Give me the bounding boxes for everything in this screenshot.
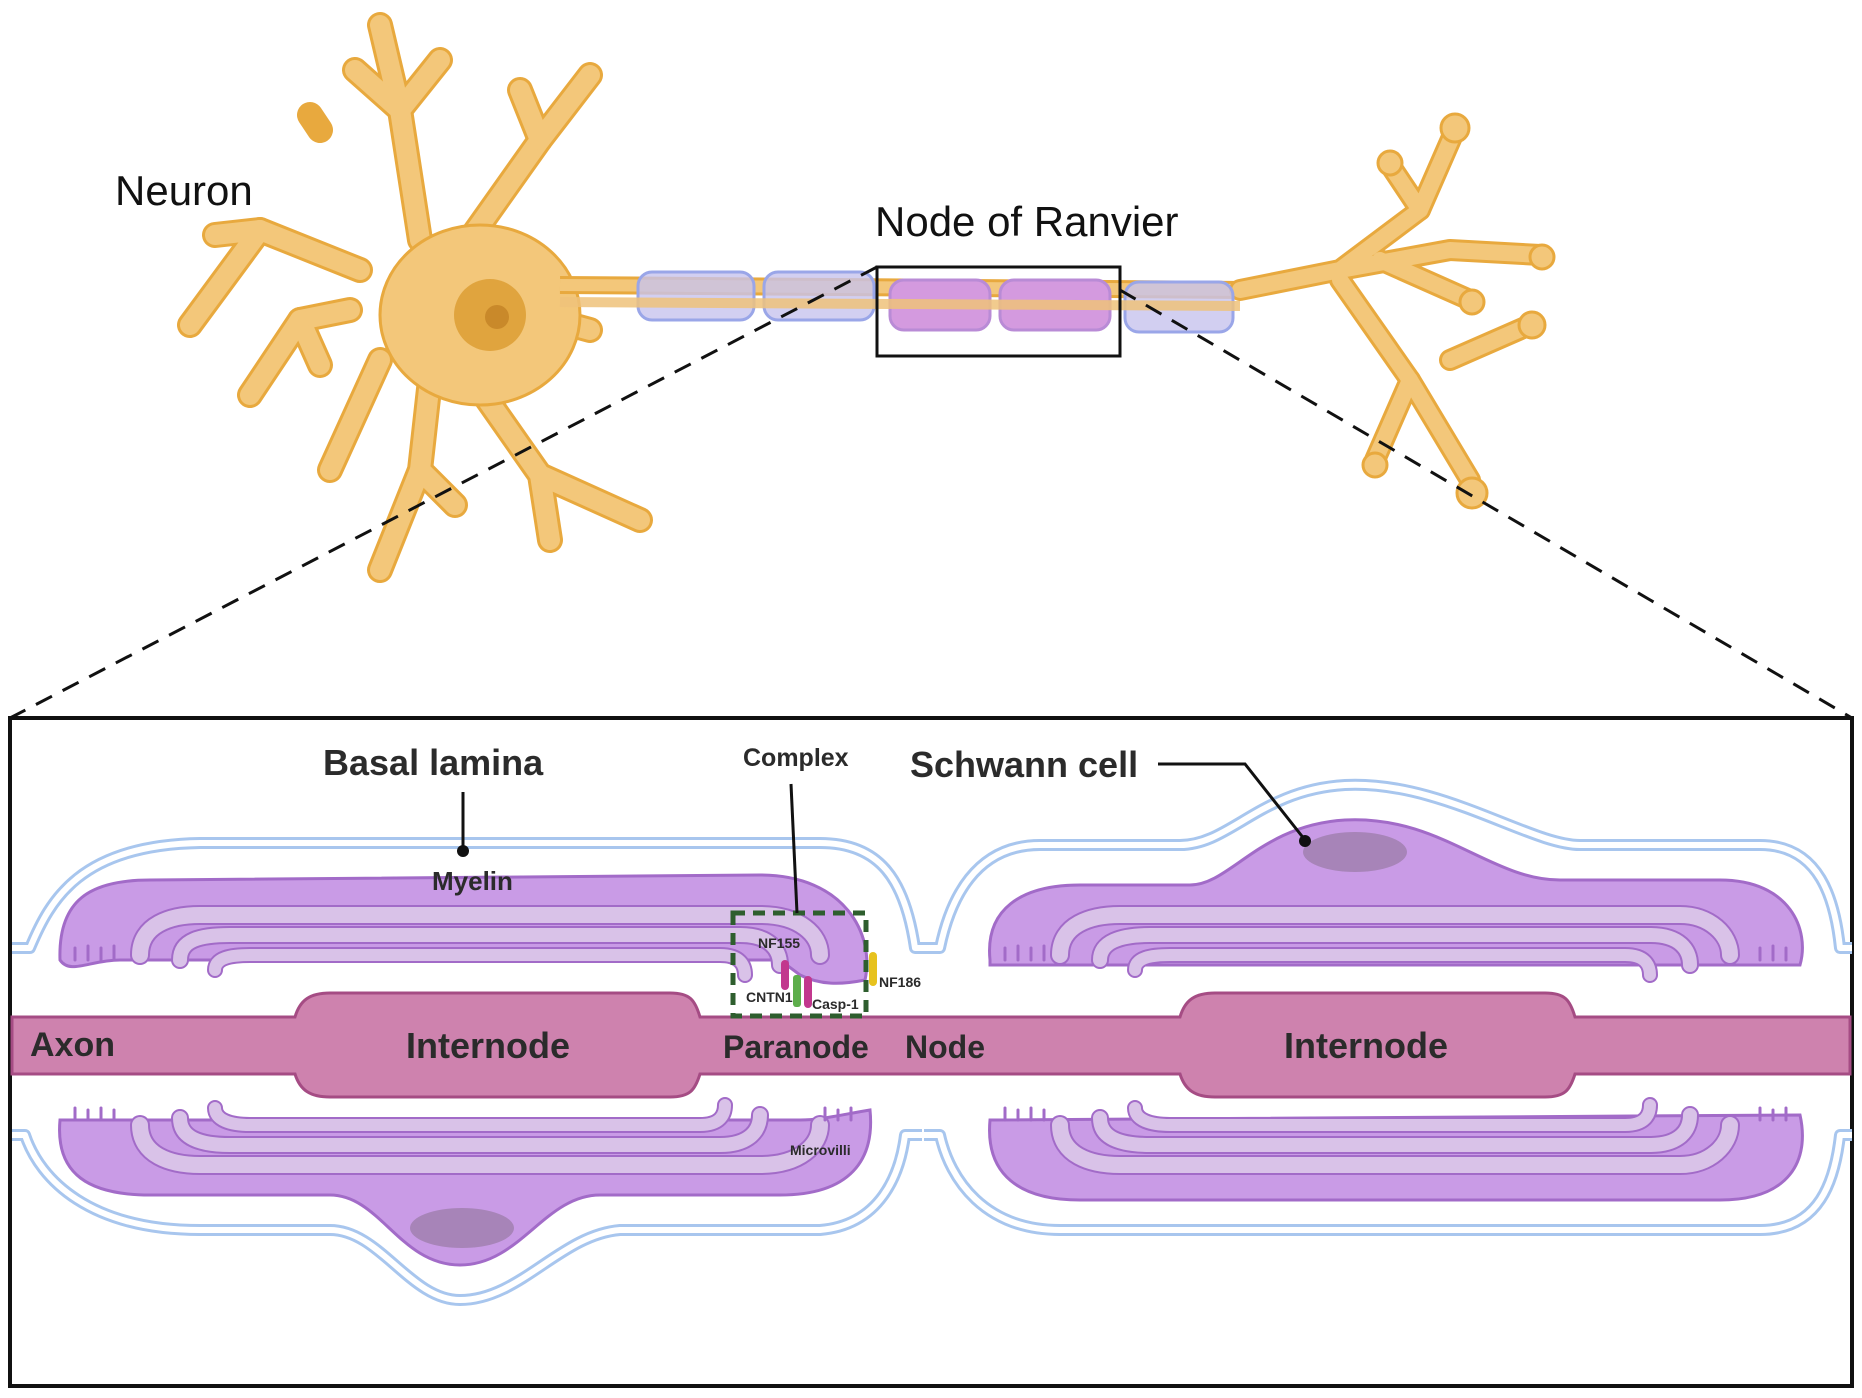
node-of-ranvier-label: Node of Ranvier xyxy=(875,198,1179,245)
schwann-cell-pointer-line xyxy=(1158,762,1307,841)
axon-terminals xyxy=(1229,112,1556,510)
nf186-label: NF186 xyxy=(879,974,921,990)
schwann-nucleus-top xyxy=(1303,832,1407,872)
left-upper-schwann-unit xyxy=(12,837,928,985)
right-lower-schwann-unit xyxy=(924,1097,1852,1236)
microvilli-label: Microvilli xyxy=(790,1142,851,1158)
nf155-protein xyxy=(781,960,789,990)
node-of-ranvier-box xyxy=(875,265,1122,358)
neuron-label: Neuron xyxy=(115,167,253,214)
schwann-nucleus-bottom xyxy=(410,1208,514,1248)
complex-box xyxy=(730,910,869,1019)
complex-label: Complex xyxy=(743,744,849,772)
myelin-segments xyxy=(559,270,1241,334)
left-lower-schwann-unit xyxy=(12,1097,922,1306)
myelin-label: Myelin xyxy=(432,866,513,896)
node-label: Node xyxy=(905,1029,985,1065)
neuron-illustration xyxy=(177,12,1556,583)
complex-pointer-line xyxy=(789,783,799,914)
basal-lamina-label: Basal lamina xyxy=(323,742,544,783)
microvilli-marks xyxy=(73,944,1788,1122)
schwann-cell-label: Schwann cell xyxy=(910,744,1138,785)
casp1-label: Casp-1 xyxy=(812,996,859,1012)
internode-right-label: Internode xyxy=(1284,1025,1448,1066)
nf155-label: NF155 xyxy=(758,935,800,951)
basal-lamina-pointer-dot xyxy=(457,845,469,857)
axon-label: Axon xyxy=(30,1026,115,1064)
cntn1-label: CNTN1 xyxy=(746,989,793,1005)
cntn1-protein xyxy=(793,975,801,1007)
casp1-protein xyxy=(804,976,812,1008)
right-upper-schwann-unit xyxy=(924,778,1852,983)
soma-nucleolus xyxy=(485,305,509,329)
axon-band xyxy=(10,991,1852,1099)
nf186-protein xyxy=(869,952,877,986)
schwann-cell-pointer-dot xyxy=(1299,835,1311,847)
internode-left-label: Internode xyxy=(406,1025,570,1066)
dendrites xyxy=(177,12,653,583)
zoom-guide-lines xyxy=(9,265,1853,720)
paranode-label: Paranode xyxy=(723,1029,869,1065)
